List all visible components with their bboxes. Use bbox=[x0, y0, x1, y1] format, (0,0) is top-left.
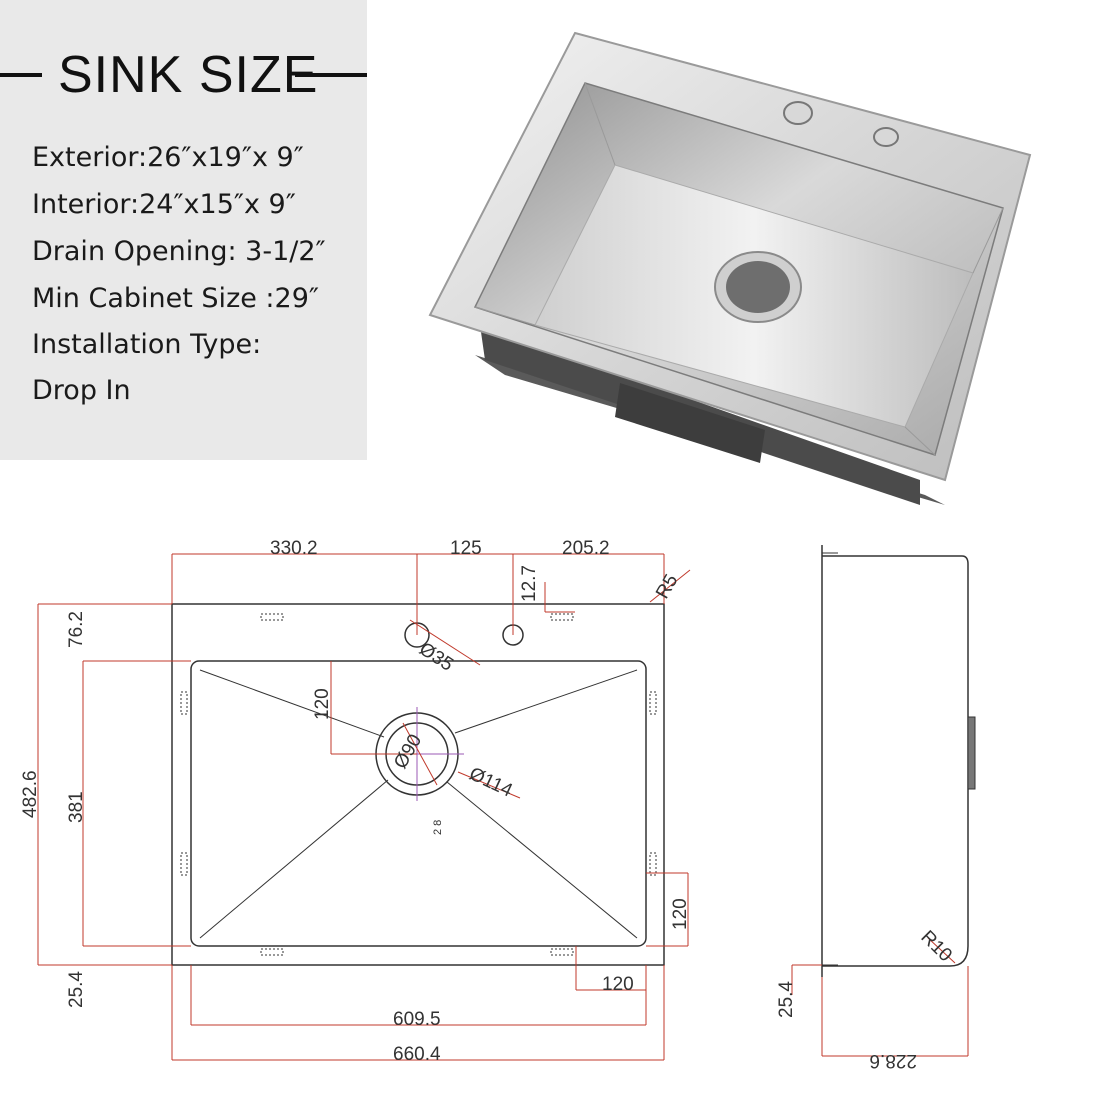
title-rule-right bbox=[295, 73, 367, 77]
spec-installation-type: Installation Type: bbox=[32, 329, 262, 360]
sink-photo bbox=[428, 31, 1032, 505]
dim-120-bottom: 120 bbox=[602, 974, 634, 995]
dim-dia35: Ø35 bbox=[415, 639, 457, 676]
dim-12-7: 12.7 bbox=[519, 565, 540, 602]
dim-228-6: 228.6 bbox=[869, 1050, 917, 1071]
dim-r5: R5 bbox=[652, 571, 682, 603]
dim-side-25-4: 25.4 bbox=[776, 981, 797, 1018]
dim-205: 205.2 bbox=[562, 538, 610, 559]
spec-drain-opening: Drain Opening: 3-1/2″ bbox=[32, 236, 326, 267]
spec-panel: SINK SIZE Exterior:26″x19″x 9″ Interior:… bbox=[0, 0, 367, 460]
spec-exterior: Exterior:26″x19″x 9″ bbox=[32, 142, 304, 173]
mounting-bracket bbox=[615, 383, 765, 463]
faucet-hole-2 bbox=[873, 127, 899, 147]
dim-609-5: 609.5 bbox=[393, 1009, 441, 1030]
side-view-bracket bbox=[967, 716, 976, 790]
dim-330: 330.2 bbox=[270, 538, 318, 559]
title-row: SINK SIZE bbox=[0, 45, 367, 105]
dim-660-4: 660.4 bbox=[393, 1044, 441, 1065]
title-rule-left bbox=[0, 73, 42, 77]
clip-marks bbox=[180, 613, 657, 956]
dim-r10: R10 bbox=[916, 927, 955, 966]
top-view-outer bbox=[171, 603, 665, 966]
side-view-outline bbox=[822, 555, 969, 967]
spec-interior: Interior:24″x15″x 9″ bbox=[32, 189, 296, 220]
dim-381: 381 bbox=[66, 791, 87, 823]
top-view bbox=[37, 553, 691, 1061]
center-mark-text: 2 8 bbox=[432, 820, 444, 835]
dim-25-4: 25.4 bbox=[66, 971, 87, 1008]
dim-482-6: 482.6 bbox=[20, 770, 41, 818]
top-view-dimension-lines bbox=[37, 553, 691, 1061]
dim-dia90: Ø90 bbox=[390, 731, 426, 773]
dim-dia114: Ø114 bbox=[466, 763, 516, 801]
side-view-dimension-lines bbox=[791, 937, 969, 1057]
top-view-basin bbox=[190, 660, 647, 947]
dim-120-drain: 120 bbox=[312, 688, 333, 720]
spec-min-cabinet: Min Cabinet Size :29″ bbox=[32, 283, 319, 314]
dim-120-side: 120 bbox=[670, 898, 691, 930]
spec-drop-in: Drop In bbox=[32, 375, 131, 406]
spec-title: SINK SIZE bbox=[58, 46, 319, 104]
dim-76-2: 76.2 bbox=[66, 611, 87, 648]
drain-hole bbox=[726, 261, 790, 313]
technical-drawings: 330.2 125 205.2 12.7 R5 76.2 Ø35 120 Ø90… bbox=[20, 538, 976, 1071]
dim-125: 125 bbox=[450, 538, 482, 559]
faucet-hole-1 bbox=[783, 101, 813, 125]
side-view bbox=[791, 545, 976, 1057]
